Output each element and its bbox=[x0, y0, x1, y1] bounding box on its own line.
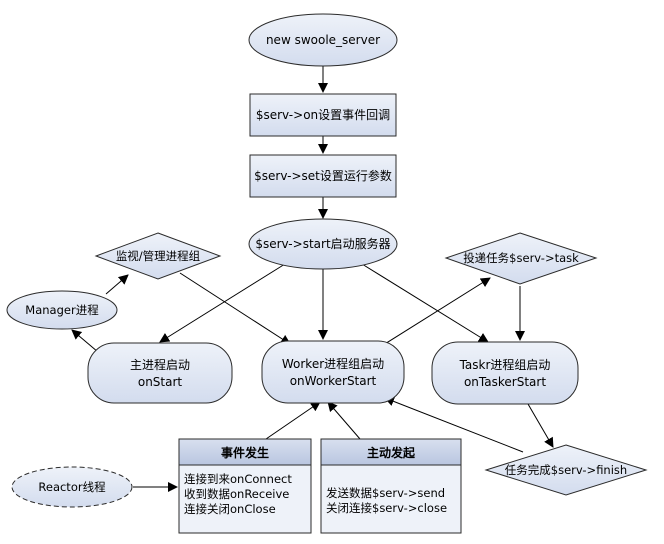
node-master-start-line2: onStart bbox=[138, 375, 183, 389]
node-on-callbacks: $serv->on设置事件回调 bbox=[249, 93, 397, 137]
node-start-server-label: $serv->start启动服务器 bbox=[255, 236, 390, 251]
edges bbox=[71, 66, 554, 492]
node-manager-label: Manager进程 bbox=[25, 303, 99, 317]
node-new-server: new swoole_server bbox=[248, 13, 398, 67]
node-event-box: 事件发生 连接到来onConnect 收到数据onReceive 连接关闭onC… bbox=[178, 438, 312, 534]
node-master-start-line1: 主进程启动 bbox=[130, 357, 190, 372]
node-on-callbacks-label: $serv->on设置事件回调 bbox=[256, 108, 390, 122]
node-set-params: $serv->set设置运行参数 bbox=[249, 154, 397, 198]
node-set-params-label: $serv->set设置运行参数 bbox=[254, 168, 392, 183]
node-tasker-start-line1: Taskr进程组启动 bbox=[459, 357, 551, 372]
node-active-box-title: 主动发起 bbox=[367, 445, 416, 460]
edge-start-to-master bbox=[159, 263, 286, 343]
node-start-server: $serv->start启动服务器 bbox=[248, 218, 398, 270]
node-tasker-start: Taskr进程组启动 onTaskerStart bbox=[431, 341, 579, 405]
node-active-box: 主动发起 发送数据$serv->send 关闭连接$serv->close bbox=[320, 438, 462, 534]
node-monitor: 监视/管理进程组 bbox=[94, 232, 222, 280]
node-deliver-task: 投递任务$serv->task bbox=[444, 232, 598, 285]
edge-manager-to-monitor bbox=[105, 274, 129, 295]
node-task-finish-label: 任务完成$serv->finish bbox=[505, 463, 627, 477]
node-event-box-title: 事件发生 bbox=[221, 445, 269, 460]
node-monitor-label: 监视/管理进程组 bbox=[116, 249, 201, 263]
edge-start-to-tasker bbox=[361, 263, 489, 343]
edge-tasker-to-finish bbox=[527, 403, 554, 448]
node-manager: Manager进程 bbox=[6, 290, 118, 330]
node-worker-start-line2: onWorkerStart bbox=[290, 374, 377, 388]
edge-finish-to-worker bbox=[384, 396, 524, 453]
node-active-box-line2: 关闭连接$serv->close bbox=[326, 501, 447, 515]
node-deliver-task-label: 投递任务$serv->task bbox=[463, 251, 579, 265]
node-event-box-line3: 连接关闭onClose bbox=[184, 502, 276, 516]
node-task-finish: 任务完成$serv->finish bbox=[484, 444, 648, 496]
node-reactor: Reactor线程 bbox=[11, 466, 133, 508]
edge-master-to-manager bbox=[71, 329, 99, 353]
edge-worker-to-deliver bbox=[379, 277, 491, 348]
edge-monitor-to-worker bbox=[179, 272, 291, 345]
edge-active-to-worker bbox=[327, 401, 361, 440]
node-tasker-start-line2: onTaskerStart bbox=[464, 375, 546, 389]
edge-event-to-worker bbox=[265, 401, 321, 440]
node-new-server-label: new swoole_server bbox=[266, 33, 380, 47]
node-event-box-line2: 收到数据onReceive bbox=[184, 487, 289, 501]
node-worker-start-line1: Worker进程组启动 bbox=[282, 356, 384, 371]
node-active-box-line1: 发送数据$serv->send bbox=[326, 486, 445, 500]
node-reactor-label: Reactor线程 bbox=[38, 480, 106, 494]
node-event-box-line1: 连接到来onConnect bbox=[184, 472, 292, 486]
node-worker-start: Worker进程组启动 onWorkerStart bbox=[261, 340, 405, 404]
node-master-start: 主进程启动 onStart bbox=[87, 342, 233, 404]
